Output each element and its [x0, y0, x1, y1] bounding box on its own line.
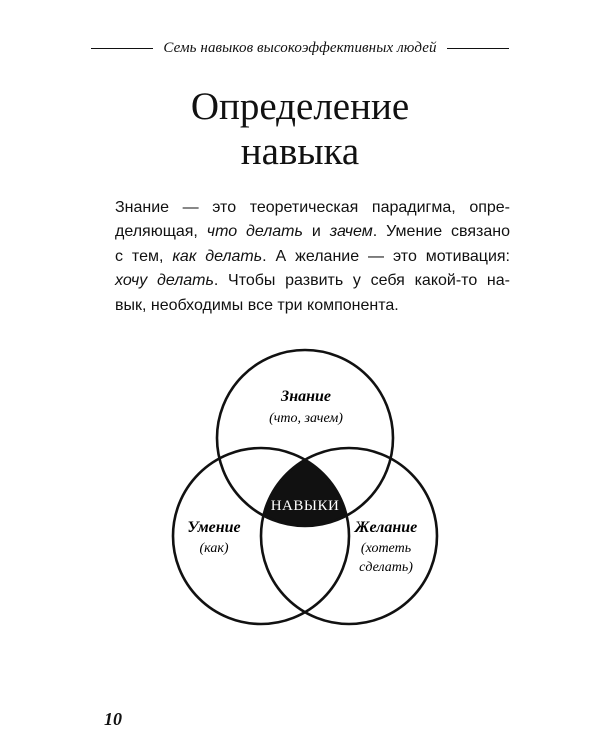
knowledge-sublabel: (что, зачем): [269, 411, 343, 426]
desire-sublabel-line-1: (хотеть: [361, 541, 411, 556]
emphasis-why: зачем: [329, 223, 373, 241]
knowledge-circle: [215, 348, 395, 528]
paragraph-line-1: Знание — это теоретическая парадигма, оп…: [115, 199, 510, 216]
text: деляющая,: [115, 223, 207, 241]
page-title-line-1: Определение: [190, 85, 410, 128]
page-title-line-2: навыка: [240, 130, 360, 173]
desire-circle: [259, 446, 439, 626]
paragraph-line-2: деляющая, что делать и зачем. Умение свя…: [115, 220, 510, 244]
text: . Чтобы развить у себя какой-то на-: [213, 272, 510, 290]
skill-label: Умение: [187, 519, 240, 536]
center-label: НАВЫКИ: [271, 498, 340, 514]
page-title: Определение навыка: [0, 84, 600, 174]
desire-label: Желание: [354, 519, 417, 536]
skill-circle: [171, 446, 351, 626]
desire-sublabel-line-2: сделать): [359, 560, 413, 575]
emphasis-want: хочу делать: [115, 272, 214, 290]
page-number: 10: [104, 709, 122, 729]
header-rule-left: [91, 47, 154, 49]
running-header: Семь навыков высокоэффективных людей: [0, 36, 600, 60]
knowledge-label: Знание: [280, 388, 331, 405]
body-paragraph: Знание — это теоретическая парадигма, оп…: [115, 196, 510, 318]
emphasis-what: что делать: [206, 223, 303, 241]
header-rule-right: [446, 47, 509, 49]
paragraph-line-3: с тем, как делать. А желание — это мотив…: [115, 245, 510, 269]
center-intersection: [261, 448, 349, 526]
paragraph-line-5: вык, необходимы все три компонента.: [115, 296, 399, 314]
skill-sublabel: (как): [199, 541, 228, 556]
text: с тем,: [115, 247, 173, 265]
text: . Умение связано: [372, 223, 510, 241]
running-title: Семь навыков высокоэффективных людей: [163, 39, 437, 56]
text: и: [302, 223, 330, 241]
emphasis-how: как делать: [172, 247, 263, 265]
text: . А желание — это мотивация:: [262, 247, 511, 265]
paragraph-line-4: хочу делать. Чтобы развить у себя какой-…: [115, 269, 510, 293]
